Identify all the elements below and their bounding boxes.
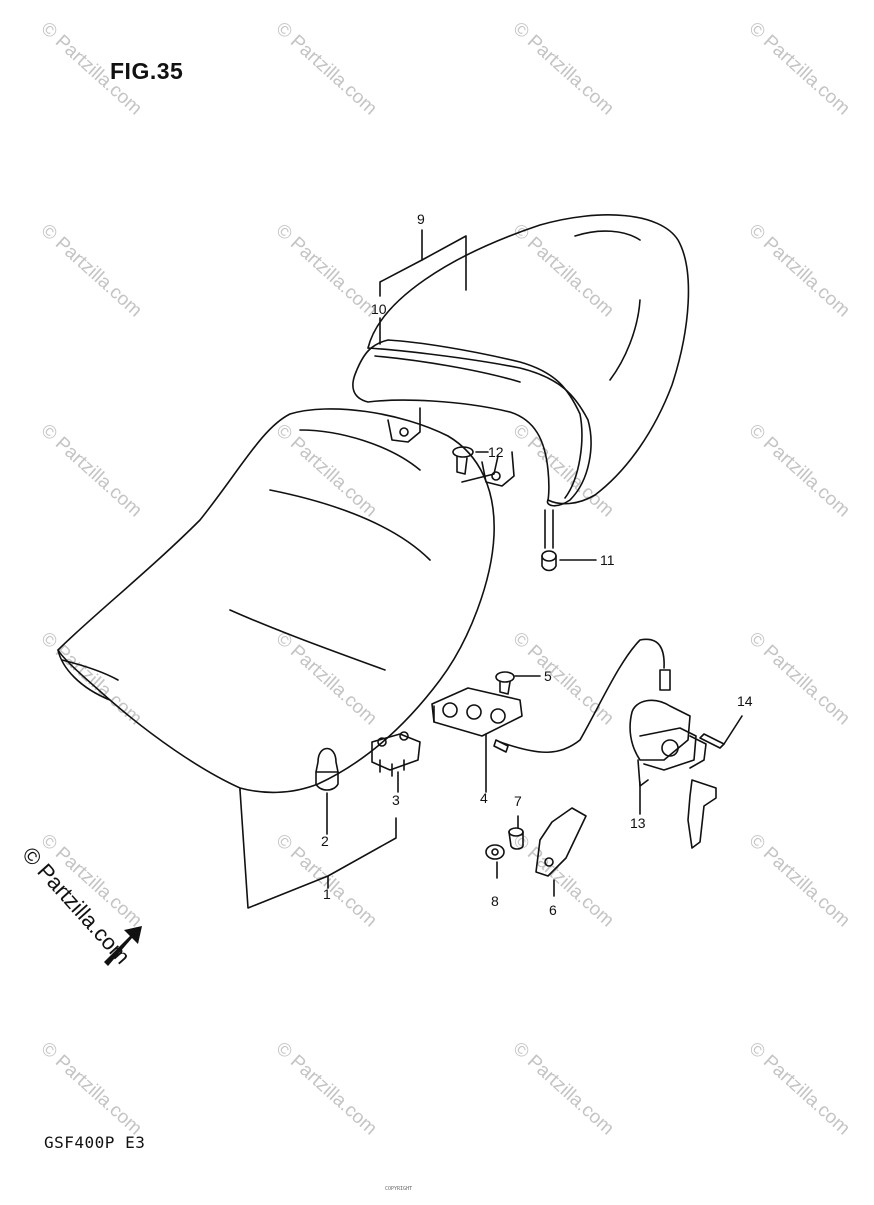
part-3-cushion	[371, 731, 421, 793]
part-2-cushion	[315, 747, 339, 835]
watermark-text: © Partzilla.com	[272, 220, 381, 321]
watermark-text: © Partzilla.com	[37, 1038, 146, 1139]
part-12-screw	[452, 446, 499, 483]
footer-fine-print: COPYRIGHT	[385, 1186, 413, 1192]
watermark-text: © Partzilla.com	[509, 420, 618, 521]
lock-cable	[499, 638, 665, 754]
watermark-text: © Partzilla.com	[745, 220, 854, 321]
watermark-text: © Partzilla.com	[509, 220, 618, 321]
rear-seat-drawing	[352, 214, 690, 507]
watermark-text: © Partzilla.com	[745, 420, 854, 521]
callout-label-layer: 9 10 12 11 5 14 3 4 7 13 2 1 8 6 FWD	[116, 211, 753, 971]
callout-7: 7	[514, 793, 522, 809]
part-14-screw	[699, 715, 743, 749]
watermark-text: © Partzilla.com	[272, 420, 381, 521]
leader-9	[379, 229, 423, 297]
callout-4: 4	[480, 790, 488, 806]
watermark-text: © Partzilla.com	[745, 18, 854, 119]
watermark-text: © Partzilla.com	[509, 1038, 618, 1139]
model-code: GSF400P E3	[44, 1133, 146, 1152]
callout-2: 2	[321, 833, 329, 849]
callout-6: 6	[549, 902, 557, 918]
callout-11: 11	[600, 552, 615, 568]
watermark-text: © Partzilla.com	[272, 1038, 381, 1139]
callout-9: 9	[417, 211, 425, 227]
part-5-screw	[495, 671, 541, 695]
callout-8: 8	[491, 893, 499, 909]
part-4-bracket	[431, 687, 523, 793]
part-13-seat-lock	[629, 699, 717, 849]
callout-3: 3	[392, 792, 400, 808]
watermark-text: © Partzilla.com	[745, 1038, 854, 1139]
callout-14: 14	[737, 693, 753, 709]
watermark-text: © Partzilla.com	[272, 628, 381, 729]
watermark-text: © Partzilla.com	[272, 18, 381, 119]
watermark-text: © Partzilla.com	[37, 628, 146, 729]
callout-10: 10	[371, 301, 387, 317]
callout-12: 12	[488, 444, 504, 460]
watermark-layer: © Partzilla.com © Partzilla.com © Partzill…	[37, 18, 854, 1139]
part-8-nut	[485, 844, 505, 879]
callout-1: 1	[323, 886, 331, 902]
leader-1	[239, 789, 397, 909]
part-11-bolt	[541, 509, 597, 572]
watermark-text: © Partzilla.com	[745, 628, 854, 729]
watermark-text: © Partzilla.com	[509, 830, 618, 931]
callout-5: 5	[544, 668, 552, 684]
watermark-text: © Partzilla.com	[509, 628, 618, 729]
watermark-text: © Partzilla.com	[37, 220, 146, 321]
leader-9b	[421, 235, 467, 291]
part-7-collar	[508, 815, 524, 850]
watermark-text: © Partzilla.com	[37, 420, 146, 521]
part-6-hook	[535, 807, 587, 897]
figure-title: FIG.35	[110, 58, 184, 84]
watermark-text: © Partzilla.com	[509, 18, 618, 119]
callout-13: 13	[630, 815, 646, 831]
front-seat-drawing	[57, 408, 495, 794]
watermark-text: © Partzilla.com	[745, 830, 854, 931]
fwd-arrow-icon	[104, 926, 142, 966]
